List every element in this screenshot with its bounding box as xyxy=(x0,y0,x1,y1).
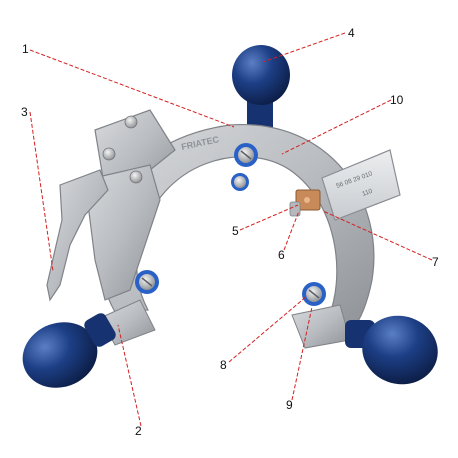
leader-line-7 xyxy=(322,210,433,261)
leader-line-1 xyxy=(29,49,235,128)
bottom-right-knob xyxy=(291,304,438,385)
callout-9: 9 xyxy=(286,398,293,412)
callout-6: 6 xyxy=(278,248,285,262)
leader-line-6 xyxy=(283,210,300,251)
top-knob xyxy=(232,45,290,135)
screw-inner-top xyxy=(231,173,249,191)
callout-10: 10 xyxy=(390,93,404,107)
callout-4: 4 xyxy=(348,26,355,40)
leader-lines xyxy=(29,32,433,427)
left-jaw xyxy=(84,109,176,301)
callout-1: 1 xyxy=(22,42,29,56)
leader-line-9 xyxy=(291,306,313,401)
lever xyxy=(46,169,109,302)
leader-line-4 xyxy=(262,32,346,63)
callout-2: 2 xyxy=(135,424,142,438)
callout-5: 5 xyxy=(232,224,239,238)
callout-7: 7 xyxy=(432,255,439,269)
leader-line-5 xyxy=(239,204,299,231)
connector-plate: 56 08 29 010 110 xyxy=(321,149,401,221)
bottom-left-knob xyxy=(22,299,156,388)
callout-3: 3 xyxy=(21,105,28,119)
leader-line-2 xyxy=(117,324,142,427)
copper-contact xyxy=(289,189,321,217)
leader-line-3 xyxy=(29,111,54,272)
screw-top xyxy=(234,143,258,167)
callout-8: 8 xyxy=(220,358,227,372)
leader-line-8 xyxy=(228,295,308,363)
leader-line-10 xyxy=(281,99,392,155)
screw-right xyxy=(302,282,326,306)
screw-left xyxy=(135,270,159,294)
plate-size-text: 110 xyxy=(361,188,373,198)
